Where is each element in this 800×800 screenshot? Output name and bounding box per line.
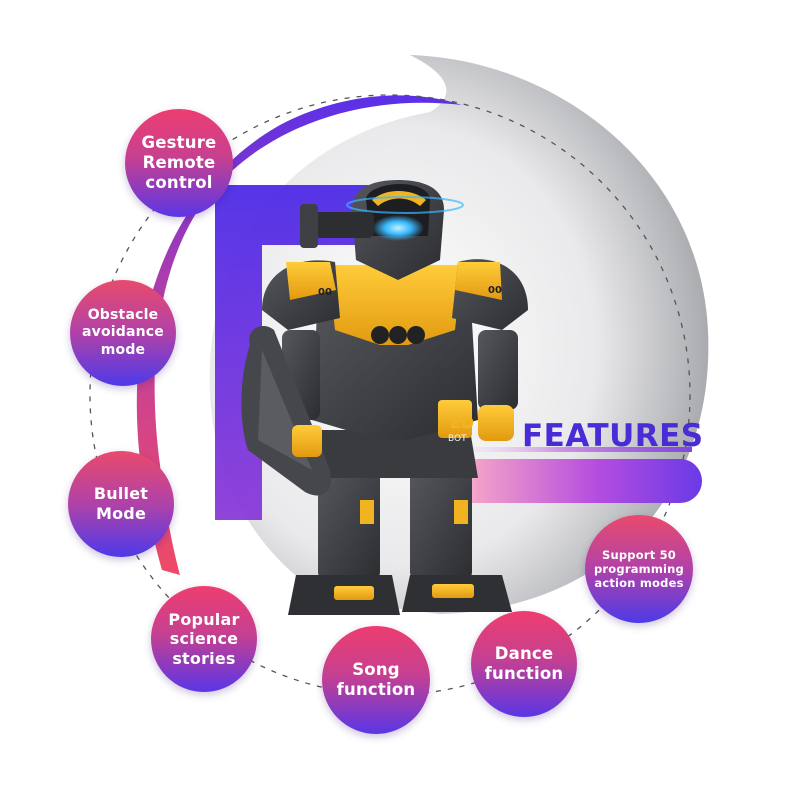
feature-line: science: [169, 629, 239, 649]
robot-chest-text: ED: [450, 413, 474, 432]
feature-line: Obstacle: [87, 307, 159, 324]
robot-chest-subtext: BOT: [448, 434, 467, 444]
features-bar: [402, 459, 702, 503]
feature-line: avoidance: [81, 324, 165, 341]
feature-bubble-popular-science-stories: Popular science stories: [151, 586, 257, 692]
feature-line: Popular: [168, 609, 240, 629]
feature-bubble-song-function: Song function: [322, 626, 430, 734]
robot-shoulder-text-left: 00: [318, 287, 332, 298]
features-thin-bar: [430, 447, 692, 452]
feature-bubble-gesture-remote-control: Gesture Remote control: [125, 109, 233, 217]
feature-line: Support 50: [601, 547, 676, 562]
feature-line: Bullet: [93, 484, 149, 504]
feature-line: Mode: [95, 504, 147, 523]
feature-bubble-obstacle-avoidance-mode: Obstacle avoidance mode: [70, 280, 176, 386]
feature-line: Remote: [142, 152, 216, 172]
feature-bubble-bullet-mode: Bullet Mode: [68, 451, 174, 557]
feature-line: Dance: [494, 643, 554, 663]
feature-line: control: [145, 173, 213, 193]
feature-line: Song: [352, 659, 400, 679]
feature-line: stories: [172, 648, 236, 668]
feature-line: function: [336, 680, 416, 699]
feature-bubble-support-50-programming-action-modes: Support 50 programming action modes: [585, 515, 693, 623]
feature-line: programming: [594, 561, 684, 576]
feature-line: mode: [100, 341, 146, 358]
feature-line: Gesture: [141, 132, 217, 152]
robot-shoulder-text-right: 00: [488, 285, 502, 296]
feature-bubble-dance-function: Dance function: [471, 611, 577, 717]
robot-illustration: [241, 180, 528, 615]
feature-line: function: [484, 664, 564, 683]
feature-line: action modes: [594, 576, 684, 590]
features-heading: FEATURES: [522, 418, 704, 454]
